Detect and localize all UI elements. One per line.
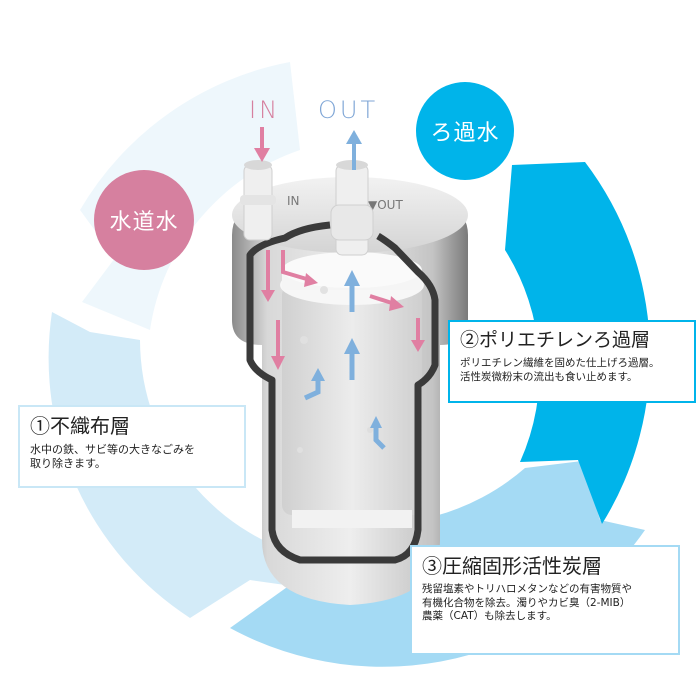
layer-3-desc-line: 残留塩素やトリハロメタンなどの有害物質や	[422, 583, 632, 595]
layer-1-title: ①不織布層	[30, 414, 130, 438]
layer-1-desc: 水中の鉄、サビ等の大きなごみを 取り除きます。	[30, 443, 234, 472]
cap-out-label: ▼OUT	[368, 198, 403, 212]
layer-2-desc-line: ポリエチレン繊維を固めた仕上げろ過層。	[460, 356, 660, 369]
inflow-arrows	[261, 250, 425, 370]
in-arrow	[254, 127, 270, 162]
layer-1-desc-line: 取り除きます。	[30, 457, 106, 471]
layer-2-title: ②ポリエチレンろ過層	[460, 329, 651, 351]
in-nozzle	[240, 160, 276, 241]
layer-2-desc: ポリエチレン繊維を固めた仕上げろ過層。 活性炭微粉末の流出も食い止めます。	[460, 357, 684, 384]
filtered-water-label: ろ過水	[430, 121, 500, 146]
layer-3-title: ③圧縮固形活性炭層	[422, 554, 602, 578]
tap-water-bubble: 水道水	[94, 170, 194, 270]
layer-3-desc-line: 農薬（CAT）も除去します。	[422, 610, 557, 623]
water-path-outline	[246, 221, 439, 564]
in-label: IN	[249, 96, 281, 124]
layer-1-desc-line: 水中の鉄、サビ等の大きなごみを	[30, 443, 195, 456]
layer-2-desc-line: 活性炭微粉末の流出も食い止めます。	[460, 370, 638, 383]
out-nozzle	[330, 160, 374, 256]
out-label: OUT	[318, 96, 379, 124]
cap-in-label: IN	[287, 194, 300, 208]
layer-3-desc-line: 有機化合物を除去。濁りやカビ臭（2-MIB）	[422, 596, 631, 609]
layer-3-box: ③圧縮固形活性炭層 残留塩素やトリハロメタンなどの有害物質や 有機化合物を除去。…	[410, 545, 680, 655]
layer-1-box: ①不織布層 水中の鉄、サビ等の大きなごみを 取り除きます。	[18, 405, 246, 488]
out-arrow	[346, 130, 362, 170]
outflow-arrows	[303, 270, 386, 450]
layer-2-box: ②ポリエチレンろ過層 ポリエチレン繊維を固めた仕上げろ過層。 活性炭微粉末の流出…	[448, 320, 696, 403]
filtered-water-bubble: ろ過水	[416, 82, 514, 180]
tap-water-label: 水道水	[109, 210, 179, 235]
layer-3-desc: 残留塩素やトリハロメタンなどの有害物質や 有機化合物を除去。濁りやカビ臭（2-M…	[422, 583, 668, 624]
